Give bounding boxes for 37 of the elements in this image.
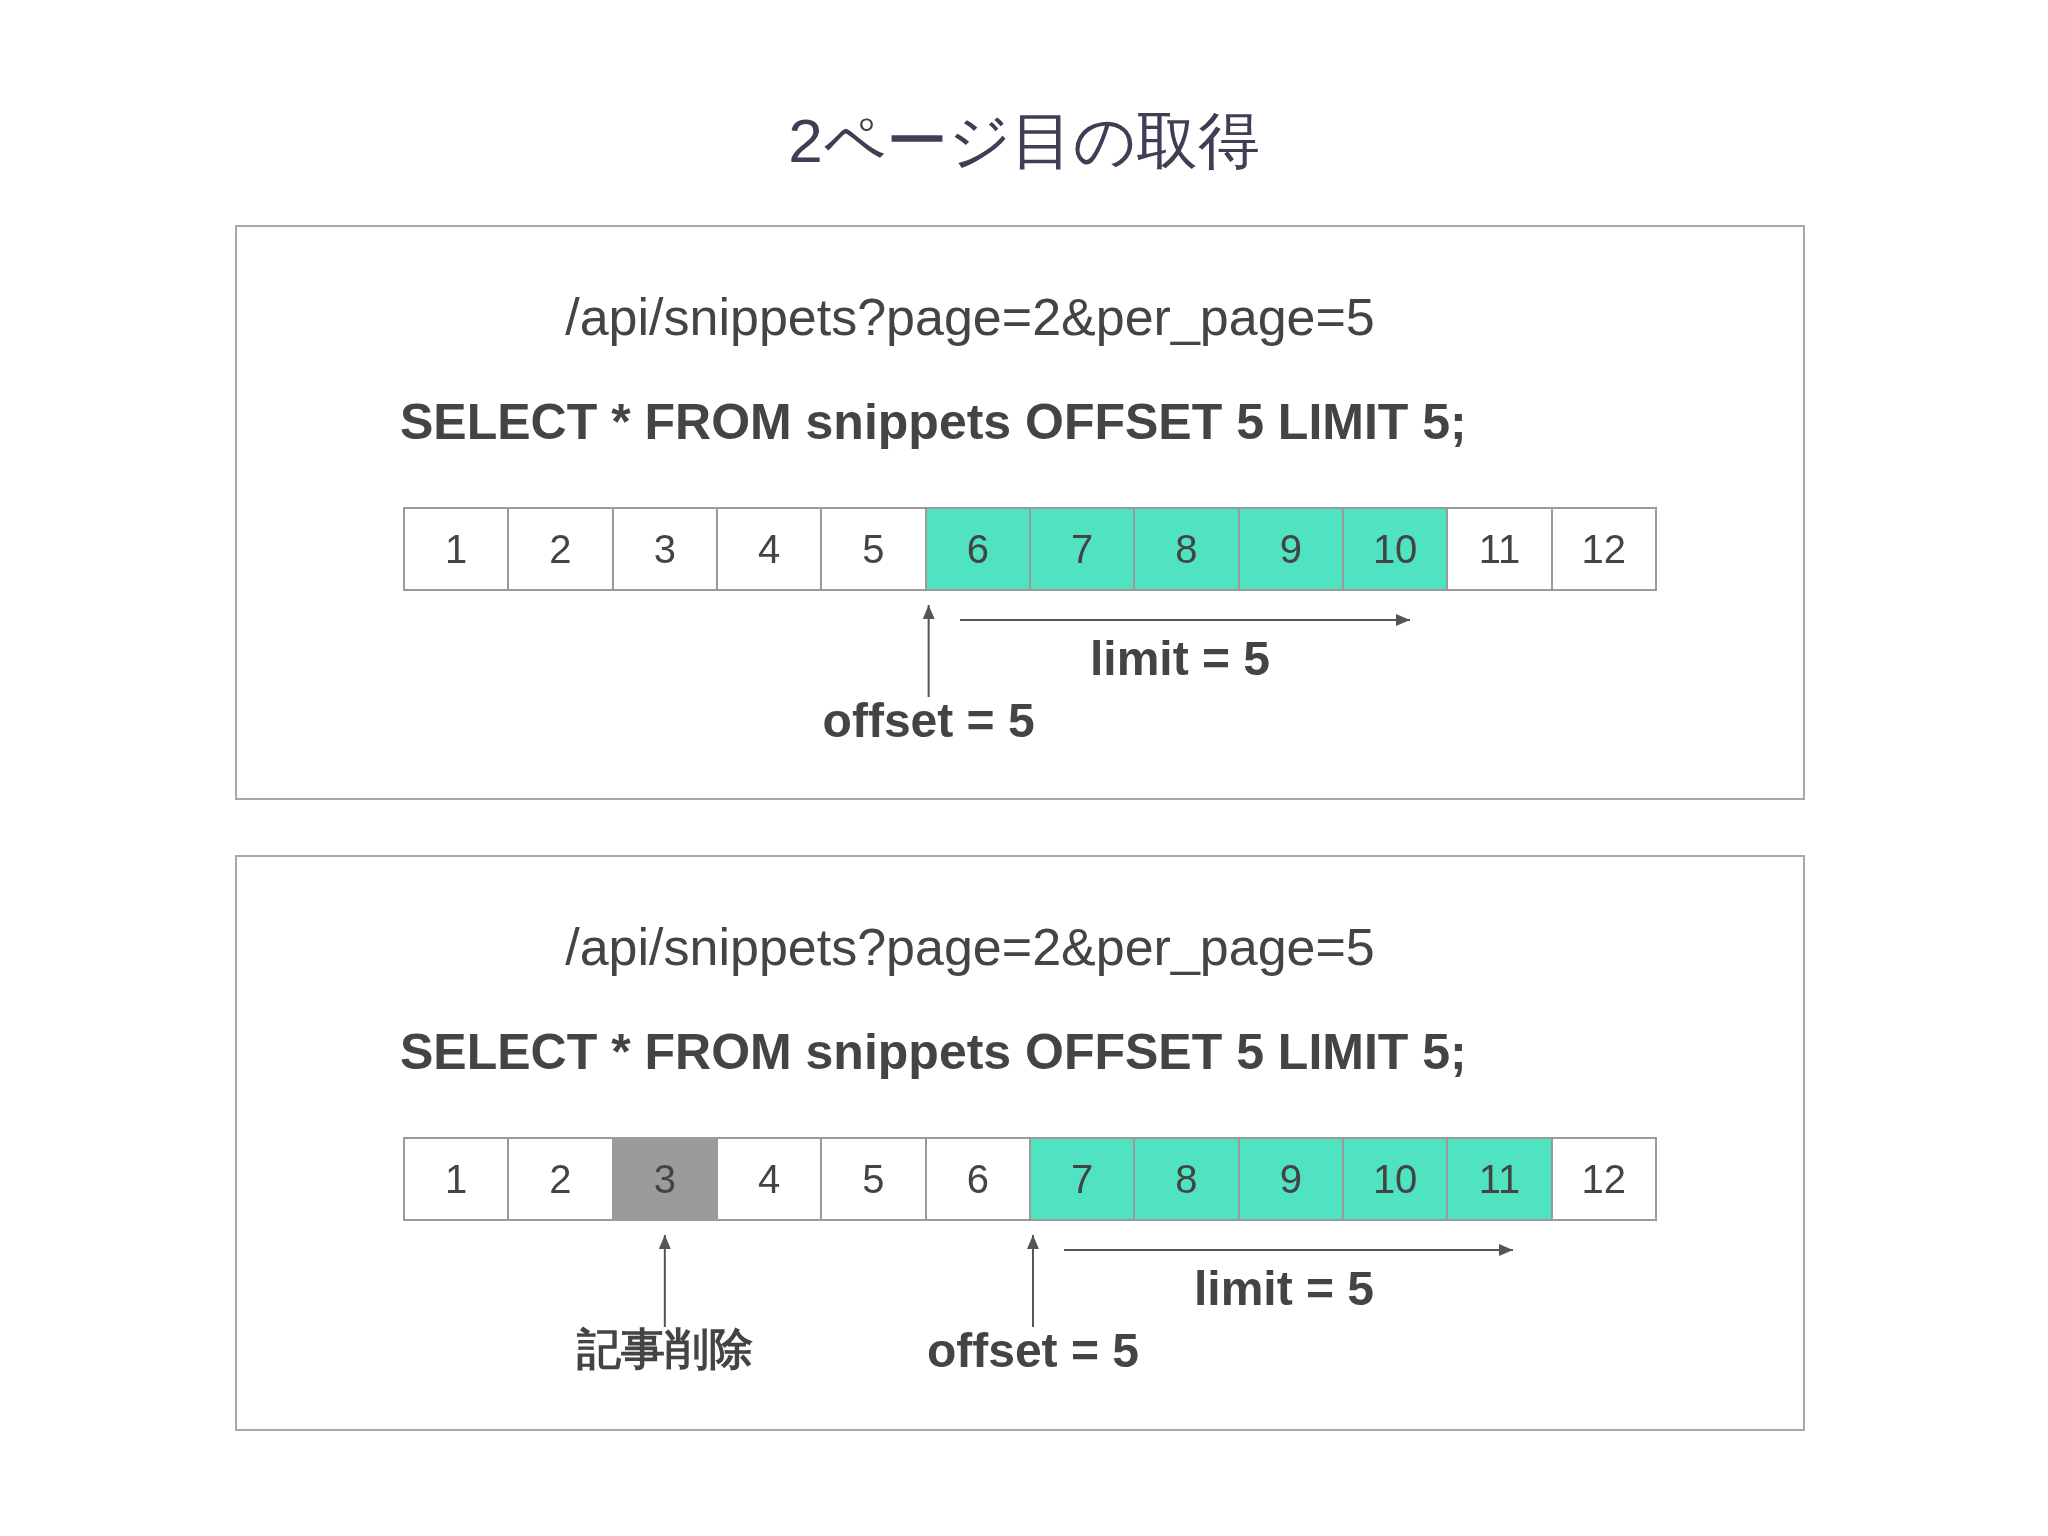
record-cell: 1 [403, 507, 510, 591]
limit-label: limit = 5 [1193, 1265, 1375, 1313]
arrow [922, 604, 935, 698]
record-cell: 4 [716, 1137, 823, 1221]
deleted-record-cell: 3 [611, 1137, 718, 1221]
panel [235, 855, 1805, 1431]
selected-record-cell: 6 [924, 507, 1031, 591]
panel [235, 225, 1805, 800]
record-cell: 12 [1550, 507, 1657, 591]
sql-query: SELECT * FROM snippets OFFSET 5 LIMIT 5; [400, 1027, 1467, 1077]
selected-record-cell: 10 [1341, 1137, 1449, 1221]
annotation-label: 記事削除 [576, 1327, 753, 1371]
selected-record-cell: 11 [1446, 1137, 1553, 1221]
selected-record-cell: 10 [1341, 507, 1449, 591]
selected-record-cell: 9 [1237, 1137, 1344, 1221]
record-cell: 6 [924, 1137, 1031, 1221]
selected-record-cell: 7 [1028, 1137, 1136, 1221]
record-cell: 1 [403, 1137, 510, 1221]
selected-record-cell: 8 [1133, 507, 1240, 591]
arrow [1026, 1234, 1039, 1328]
offset-label: offset = 5 [926, 1327, 1139, 1375]
record-cell: 4 [716, 507, 823, 591]
record-cell: 5 [820, 507, 927, 591]
selected-record-cell: 8 [1133, 1137, 1240, 1221]
title: 2ページ目の取得 [788, 110, 1260, 172]
record-cell: 2 [507, 1137, 614, 1221]
arrow [658, 1234, 671, 1328]
record-cell: 11 [1446, 507, 1553, 591]
record-cell: 2 [507, 507, 614, 591]
record-cell: 12 [1550, 1137, 1657, 1221]
selected-record-cell: 9 [1237, 507, 1344, 591]
limit-label: limit = 5 [1089, 635, 1271, 683]
selected-record-cell: 7 [1028, 507, 1136, 591]
sql-query: SELECT * FROM snippets OFFSET 5 LIMIT 5; [400, 397, 1467, 447]
offset-label: offset = 5 [822, 697, 1035, 745]
record-cell: 3 [611, 507, 718, 591]
record-cell: 5 [820, 1137, 927, 1221]
